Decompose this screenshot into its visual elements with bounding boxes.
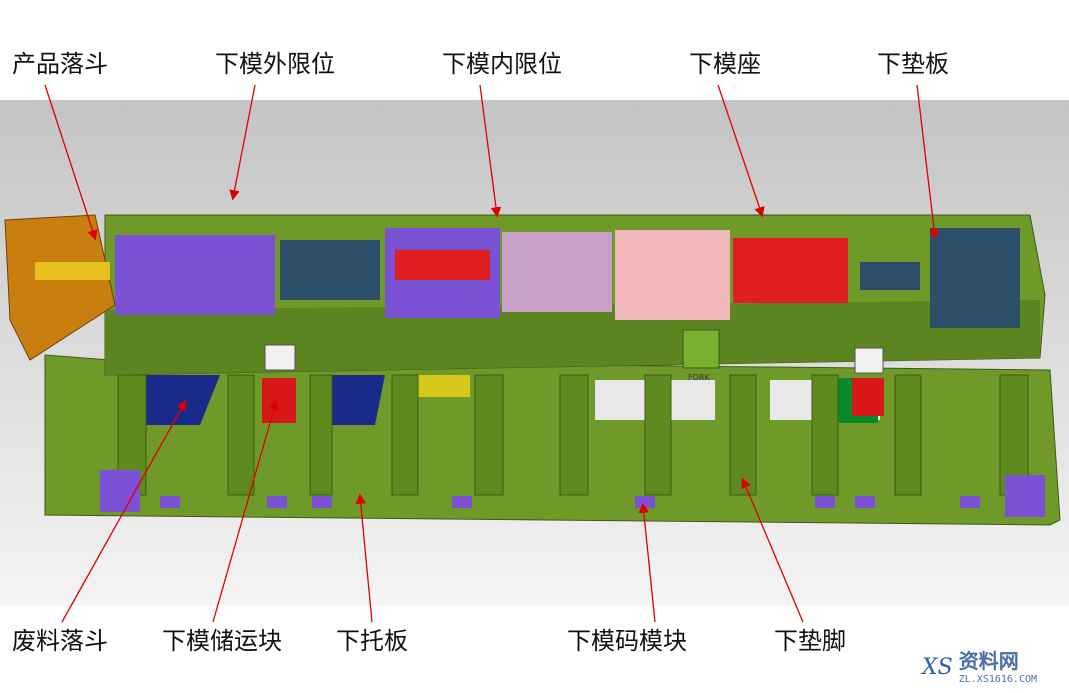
die-section: [502, 232, 612, 312]
watermark-logo: XS 资料网 ZL.XS1616.COM: [922, 646, 1037, 690]
scrap-opening: [330, 375, 385, 425]
label-lower-parallel: 下垫脚: [774, 627, 846, 655]
chute-slot: [35, 262, 110, 280]
block: [415, 375, 470, 397]
lower-backing-plate-shape: [930, 228, 1020, 328]
label-lower-support-plate: 下托板: [336, 627, 408, 655]
logo-text-group: 资料网 ZL.XS1616.COM: [959, 650, 1037, 686]
logo-title: 资料网: [958, 649, 1019, 673]
logo-subtitle: ZL.XS1616.COM: [958, 674, 1038, 685]
clamp-blocks: [100, 470, 1045, 517]
label-lower-die-storage-block: 下模储运块: [162, 627, 282, 655]
die-section: [280, 240, 380, 300]
storage-block: [262, 378, 296, 423]
label-lower-die-shoe: 下模座: [689, 50, 761, 78]
model-text: FORK: [688, 373, 710, 382]
die-shoe-front: [105, 300, 1040, 375]
label-lower-die-clamp-block: 下模码模块: [567, 627, 687, 655]
label-lower-die-inner-stop: 下模内限位: [442, 50, 562, 78]
die-section: [115, 235, 275, 315]
die-section: [860, 262, 920, 290]
label-lower-die-outer-stop: 下模外限位: [215, 50, 335, 78]
logo-mark: XS: [922, 655, 953, 680]
die-insert: [733, 238, 848, 303]
label-lower-backing-plate: 下垫板: [877, 50, 949, 78]
callout-arrows: [44, 84, 940, 623]
storage-block: [852, 378, 884, 416]
die-section: [615, 230, 730, 320]
block: [264, 344, 296, 371]
block: [854, 347, 884, 374]
block: [682, 329, 720, 369]
label-product-chute: 产品落斗: [12, 50, 108, 78]
die-insert: [395, 250, 490, 280]
label-scrap-chute: 废料落斗: [12, 627, 108, 655]
product-chute-shape: [4, 214, 116, 361]
